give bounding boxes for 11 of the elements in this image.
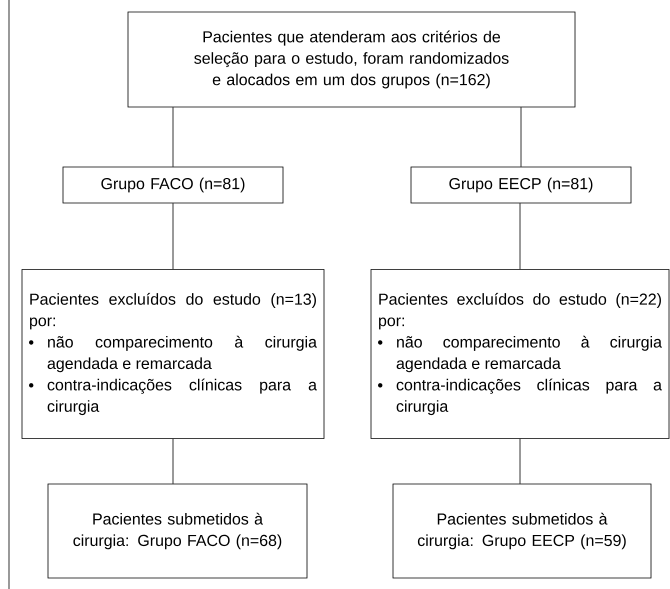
process-box: Grupo FACO (n=81) bbox=[62, 166, 284, 204]
process-box: Pacientes que atenderam aos critérios de seleção para o estudo, foram randomizados e alocados em um dos grupos (n=162) bbox=[128, 12, 576, 108]
process-box: Pacientes submetidos à cirurgia: Grupo FACO (n=68) bbox=[48, 484, 308, 578]
connector-line bbox=[172, 438, 174, 484]
exclusion-box: Pacientes excluídos do estudo (n=22) por: não comparecimento à cirurgia agendada e remarcada contra-indicações clínicas para a cirurgia bbox=[370, 269, 670, 439]
process-box: Grupo EECP (n=81) bbox=[410, 166, 632, 204]
exclusion-box: Pacientes excluídos do estudo (n=13) por: não comparecimento à cirurgia agendada e remarcada contra-indicações clínicas para a cirurgia bbox=[22, 269, 324, 439]
connector-line bbox=[172, 203, 174, 270]
connector-line bbox=[172, 107, 174, 167]
process-box: Pacientes submetidos à cirurgia: Grupo EECP (n=59) bbox=[392, 484, 652, 578]
connector-line bbox=[520, 107, 522, 167]
